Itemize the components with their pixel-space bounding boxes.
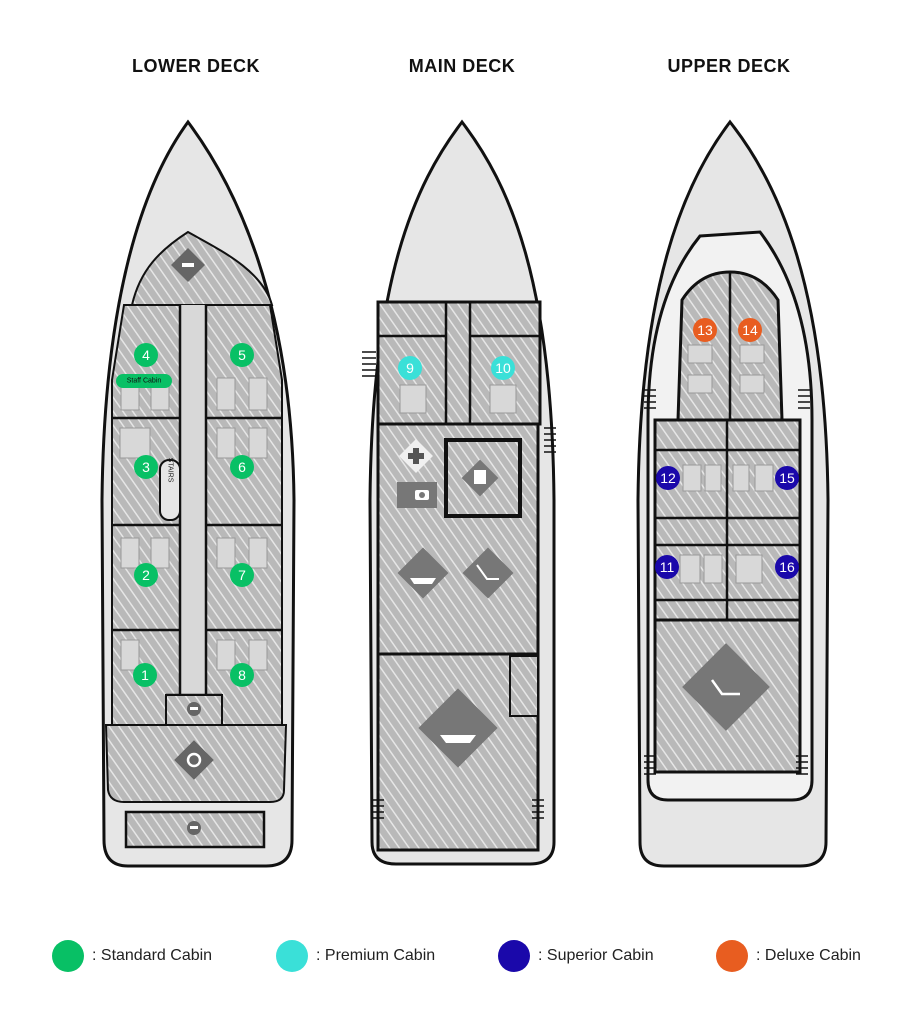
svg-text:4: 4 — [142, 347, 150, 363]
svg-text:12: 12 — [660, 470, 676, 486]
svg-text:1: 1 — [141, 667, 149, 683]
svg-text:14: 14 — [742, 322, 758, 338]
superior-color-dot — [498, 940, 530, 972]
legend-standard: : Standard Cabin — [52, 940, 212, 972]
lower-deck: STAIRS Staff Cabin — [100, 119, 296, 868]
cabin-12-badge[interactable]: 12 — [656, 466, 680, 490]
legend-label: : Superior Cabin — [538, 947, 654, 964]
legend-deluxe: : Deluxe Cabin — [716, 940, 861, 972]
legend-label: : Deluxe Cabin — [756, 947, 861, 964]
staff-cabin-label: Staff Cabin — [127, 378, 162, 385]
svg-text:2: 2 — [142, 567, 150, 583]
svg-text:10: 10 — [495, 360, 511, 376]
svg-text:11: 11 — [660, 559, 675, 575]
cabin-11-badge[interactable]: 11 — [655, 555, 679, 579]
bow-storage — [130, 230, 274, 306]
svg-text:3: 3 — [142, 459, 150, 475]
svg-text:13: 13 — [697, 322, 713, 338]
cabin-7-badge[interactable]: 7 — [230, 563, 254, 587]
standard-color-dot — [52, 940, 84, 972]
svg-text:6: 6 — [238, 459, 246, 475]
cabin-4-badge[interactable]: 4 — [134, 343, 158, 367]
svg-text:16: 16 — [779, 559, 795, 575]
svg-text:7: 7 — [238, 567, 246, 583]
cabin-3-badge[interactable]: 3 — [134, 455, 158, 479]
cabin-2-badge[interactable]: 2 — [134, 563, 158, 587]
upper-deck — [636, 119, 830, 868]
stairs — [159, 459, 181, 521]
cabin-9-badge[interactable]: 9 — [398, 356, 422, 380]
legend-premium: : Premium Cabin — [276, 940, 435, 972]
cabin-10-badge[interactable]: 10 — [491, 356, 515, 380]
deluxe-color-dot — [716, 940, 748, 972]
stairs-label: STAIRS — [167, 458, 174, 483]
svg-text:5: 5 — [238, 347, 246, 363]
premium-color-dot — [276, 940, 308, 972]
dining-icon — [440, 735, 476, 743]
dining-icon — [410, 578, 436, 584]
legend-superior: : Superior Cabin — [498, 940, 654, 972]
svg-text:9: 9 — [406, 360, 414, 376]
camera-icon — [415, 490, 429, 500]
gear-icon — [186, 752, 202, 768]
storage-room — [124, 810, 266, 849]
cabin-16-badge[interactable]: 16 — [775, 555, 799, 579]
main-deck-title: MAIN DECK — [408, 56, 516, 76]
legend-label: : Standard Cabin — [92, 947, 213, 964]
svg-text:15: 15 — [779, 470, 795, 486]
cabin-14-badge[interactable]: 14 — [738, 318, 762, 342]
upper-deck-title: UPPER DECK — [667, 56, 791, 76]
lower-deck-title: LOWER DECK — [132, 56, 260, 76]
cabin-8-badge[interactable]: 8 — [230, 663, 254, 687]
cabin-13-badge[interactable]: 13 — [693, 318, 717, 342]
cabin-6-badge[interactable]: 6 — [230, 455, 254, 479]
medical-icon — [408, 448, 424, 464]
sunbed-icon — [710, 679, 740, 696]
cabin-1-badge[interactable]: 1 — [133, 663, 157, 687]
cabin-15-badge[interactable]: 15 — [775, 466, 799, 490]
sunbed-icon — [476, 564, 499, 580]
legend-label: : Premium Cabin — [316, 947, 436, 964]
cabin-5-badge[interactable]: 5 — [230, 343, 254, 367]
svg-text:8: 8 — [238, 667, 246, 683]
chef-icon — [474, 470, 486, 484]
main-deck — [362, 119, 556, 866]
cabin-badges: 1 2 3 4 5 6 7 8 9 10 11 12 13 14 15 16 — [133, 318, 799, 687]
